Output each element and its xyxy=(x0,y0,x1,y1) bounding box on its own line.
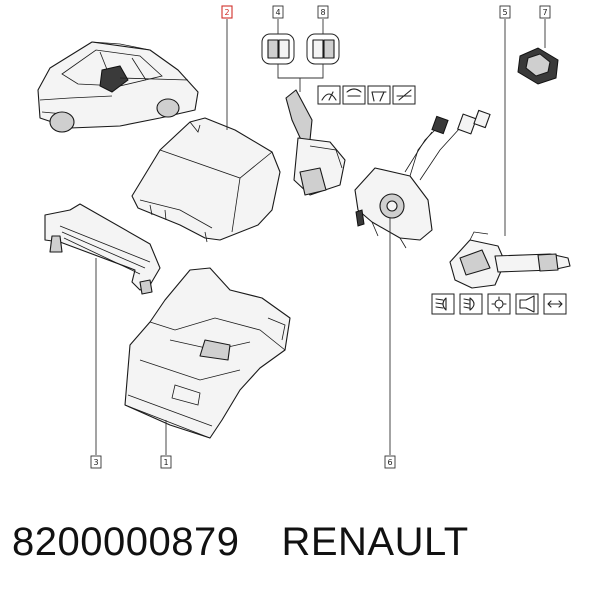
low-beam-icon xyxy=(431,293,455,315)
part-number: 8200000879 xyxy=(12,520,240,564)
combination-switch-body xyxy=(354,109,491,249)
callout-7: 7 xyxy=(539,5,551,19)
wiper-intermittent-icon xyxy=(317,85,341,105)
svg-text:8: 8 xyxy=(320,8,325,17)
svg-text:3: 3 xyxy=(93,458,98,467)
callout-8: 8 xyxy=(317,5,329,19)
leader-lines xyxy=(95,19,546,455)
light-indicator-stalk-switch xyxy=(449,231,571,289)
small-switch-module xyxy=(517,47,559,85)
callout-6: 6 xyxy=(384,455,396,469)
svg-text:5: 5 xyxy=(502,8,507,17)
upper-steering-column-shroud xyxy=(131,117,281,243)
car-illustration xyxy=(37,41,199,133)
brand-name: RENAULT xyxy=(281,520,469,564)
callout-2: 2 xyxy=(221,5,233,19)
svg-text:4: 4 xyxy=(275,8,280,17)
wiper-fast-icon xyxy=(342,85,366,105)
part-caption: 8200000879 RENAULT xyxy=(12,514,592,570)
lane-change-icon xyxy=(543,293,567,315)
wiper-stalk-switch xyxy=(285,89,346,196)
horn-icon xyxy=(515,293,539,315)
callout-1: 1 xyxy=(160,455,172,469)
svg-text:7: 7 xyxy=(542,8,547,17)
wiper-single-icon xyxy=(367,85,391,105)
callout-8-detail xyxy=(306,33,340,65)
fog-light-icon xyxy=(459,293,483,315)
svg-text:1: 1 xyxy=(163,458,168,467)
callout-5: 5 xyxy=(499,5,511,19)
callout-3: 3 xyxy=(90,455,102,469)
callout-4-detail xyxy=(261,33,295,65)
washer-icon xyxy=(392,85,416,105)
sidelight-icon xyxy=(487,293,511,315)
switch-mounting-bracket xyxy=(44,203,161,295)
svg-text:6: 6 xyxy=(387,458,392,467)
lower-steering-column-shroud xyxy=(124,267,291,439)
callout-4: 4 xyxy=(272,5,284,19)
svg-text:2: 2 xyxy=(224,8,229,17)
